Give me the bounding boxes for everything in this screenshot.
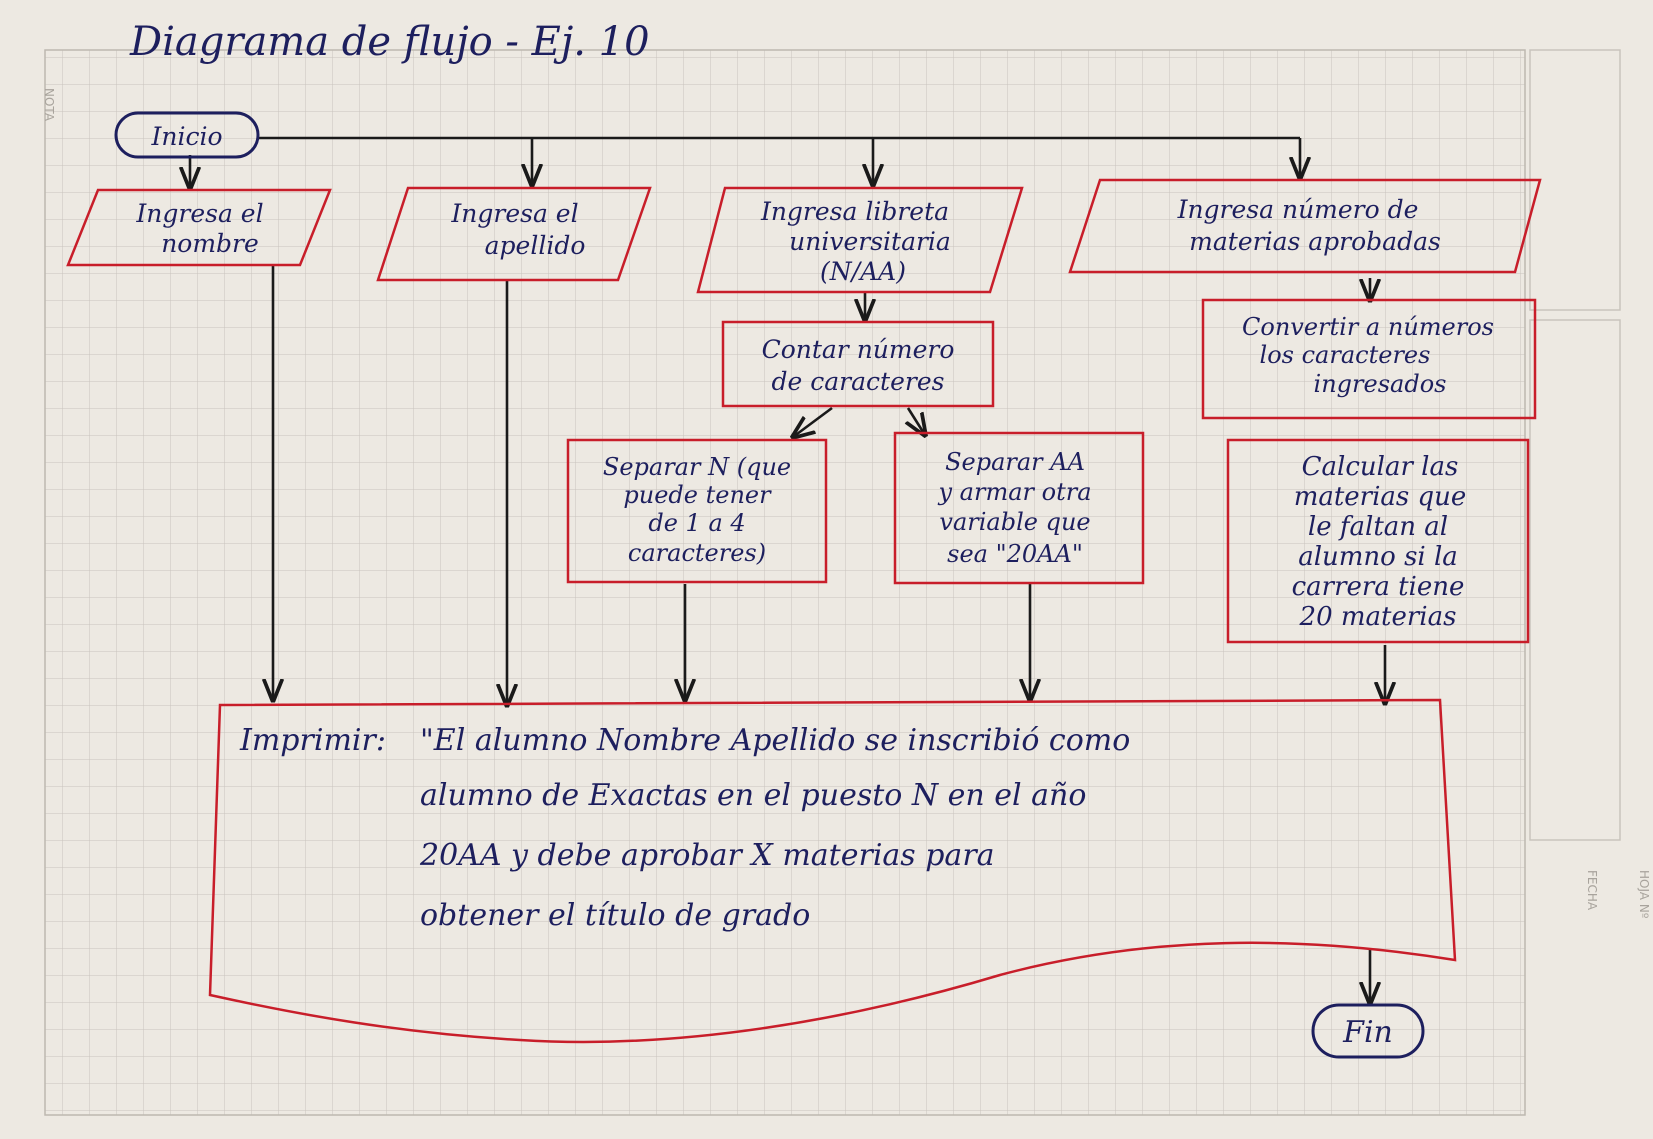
arrow-contar-to-separar-n xyxy=(793,406,833,437)
process-separar-aa: Separar AA y armar otra variable que sea… xyxy=(893,431,1145,585)
diagram-title: Diagrama de flujo - Ej. 10 xyxy=(129,19,650,65)
output-line-1: "El alumno Nombre Apellido se inscribió … xyxy=(420,723,1130,758)
end-terminal-shape xyxy=(1311,1003,1425,1059)
output-label: Imprimir: xyxy=(239,723,386,758)
process-convertir: Convertir a números los caracteres ingre… xyxy=(1201,298,1537,420)
connectors xyxy=(190,136,1385,1003)
process-calcular-line-1: Calcular las xyxy=(1302,452,1459,482)
margin-box-bottom xyxy=(1529,319,1621,841)
process-separar-aa-line-1: Separar AA xyxy=(945,448,1085,476)
input-materias-line-2: materias aprobadas xyxy=(1189,227,1441,256)
input-apellido: Ingresa el apellido xyxy=(376,186,652,282)
start-terminal: Inicio xyxy=(114,111,260,159)
input-libreta: Ingresa libreta universitaria (N/AA) xyxy=(696,186,1024,294)
input-nombre-shape xyxy=(66,188,332,267)
input-apellido-shape xyxy=(376,186,652,282)
input-materias: Ingresa número de materias aprobadas xyxy=(1068,178,1542,274)
process-convertir-line-1: Convertir a números xyxy=(1242,313,1494,341)
start-label: Inicio xyxy=(150,122,222,151)
input-materias-shape xyxy=(1068,178,1542,274)
process-convertir-line-2: los caracteres xyxy=(1260,341,1431,369)
process-separar-n: Separar N (que puede tener de 1 a 4 cara… xyxy=(566,438,828,584)
process-convertir-line-3: ingresados xyxy=(1314,370,1447,398)
process-separar-n-line-4: caracteres) xyxy=(628,539,766,567)
process-calcular-line-4: alumno si la xyxy=(1298,542,1458,572)
process-contar: Contar número de caracteres xyxy=(721,320,995,408)
output-line-2: alumno de Exactas en el puesto N en el a… xyxy=(420,778,1086,813)
process-calcular-line-3: le faltan al xyxy=(1308,512,1448,542)
process-separar-n-line-1: Separar N (que xyxy=(603,453,791,481)
start-terminal-shape xyxy=(114,111,260,159)
process-convertir-shape xyxy=(1201,298,1537,420)
process-calcular: Calcular las materias que le faltan al a… xyxy=(1226,438,1530,644)
input-materias-line-1: Ingresa número de xyxy=(1177,195,1419,224)
input-libreta-shape xyxy=(696,186,1024,294)
input-libreta-line-3: (N/AA) xyxy=(820,257,906,286)
input-libreta-line-2: universitaria xyxy=(789,227,951,256)
process-separar-n-line-3: de 1 a 4 xyxy=(648,509,745,537)
input-apellido-line-1: Ingresa el xyxy=(450,199,578,228)
output-document-shape xyxy=(208,698,1457,1044)
nota-label: NOTA xyxy=(42,88,56,122)
input-apellido-line-2: apellido xyxy=(485,231,586,260)
process-separar-aa-line-2: y armar otra xyxy=(937,478,1091,506)
process-calcular-line-5: carrera tiene xyxy=(1292,572,1465,602)
process-contar-shape xyxy=(721,320,995,408)
end-label: Fin xyxy=(1342,1015,1393,1050)
process-separar-n-shape xyxy=(566,438,828,584)
process-contar-line-1: Contar número xyxy=(762,335,955,364)
output-line-3: 20AA y debe aprobar X materias para xyxy=(419,838,995,873)
arrow-contar-to-separar-aa xyxy=(908,407,925,435)
process-calcular-line-6: 20 materias xyxy=(1299,602,1457,632)
process-contar-line-2: de caracteres xyxy=(772,367,945,396)
input-nombre: Ingresa el nombre xyxy=(66,188,332,267)
fecha-label: FECHA xyxy=(1585,870,1599,911)
input-libreta-line-1: Ingresa libreta xyxy=(760,197,949,226)
process-separar-n-line-2: puede tener xyxy=(623,481,772,509)
output-document: Imprimir: "El alumno Nombre Apellido se … xyxy=(208,698,1457,1044)
process-calcular-line-2: materias que xyxy=(1294,482,1467,512)
process-calcular-shape xyxy=(1226,438,1530,644)
process-separar-aa-shape xyxy=(893,431,1145,585)
hoja-label: HOJA Nº xyxy=(1637,870,1651,919)
input-nombre-line-1: Ingresa el xyxy=(135,199,263,228)
input-nombre-line-2: nombre xyxy=(161,229,259,258)
process-separar-aa-line-3: variable que xyxy=(939,508,1090,536)
end-terminal: Fin xyxy=(1311,1003,1425,1059)
output-line-4: obtener el título de grado xyxy=(420,898,810,933)
process-separar-aa-line-4: sea "20AA" xyxy=(947,540,1083,568)
